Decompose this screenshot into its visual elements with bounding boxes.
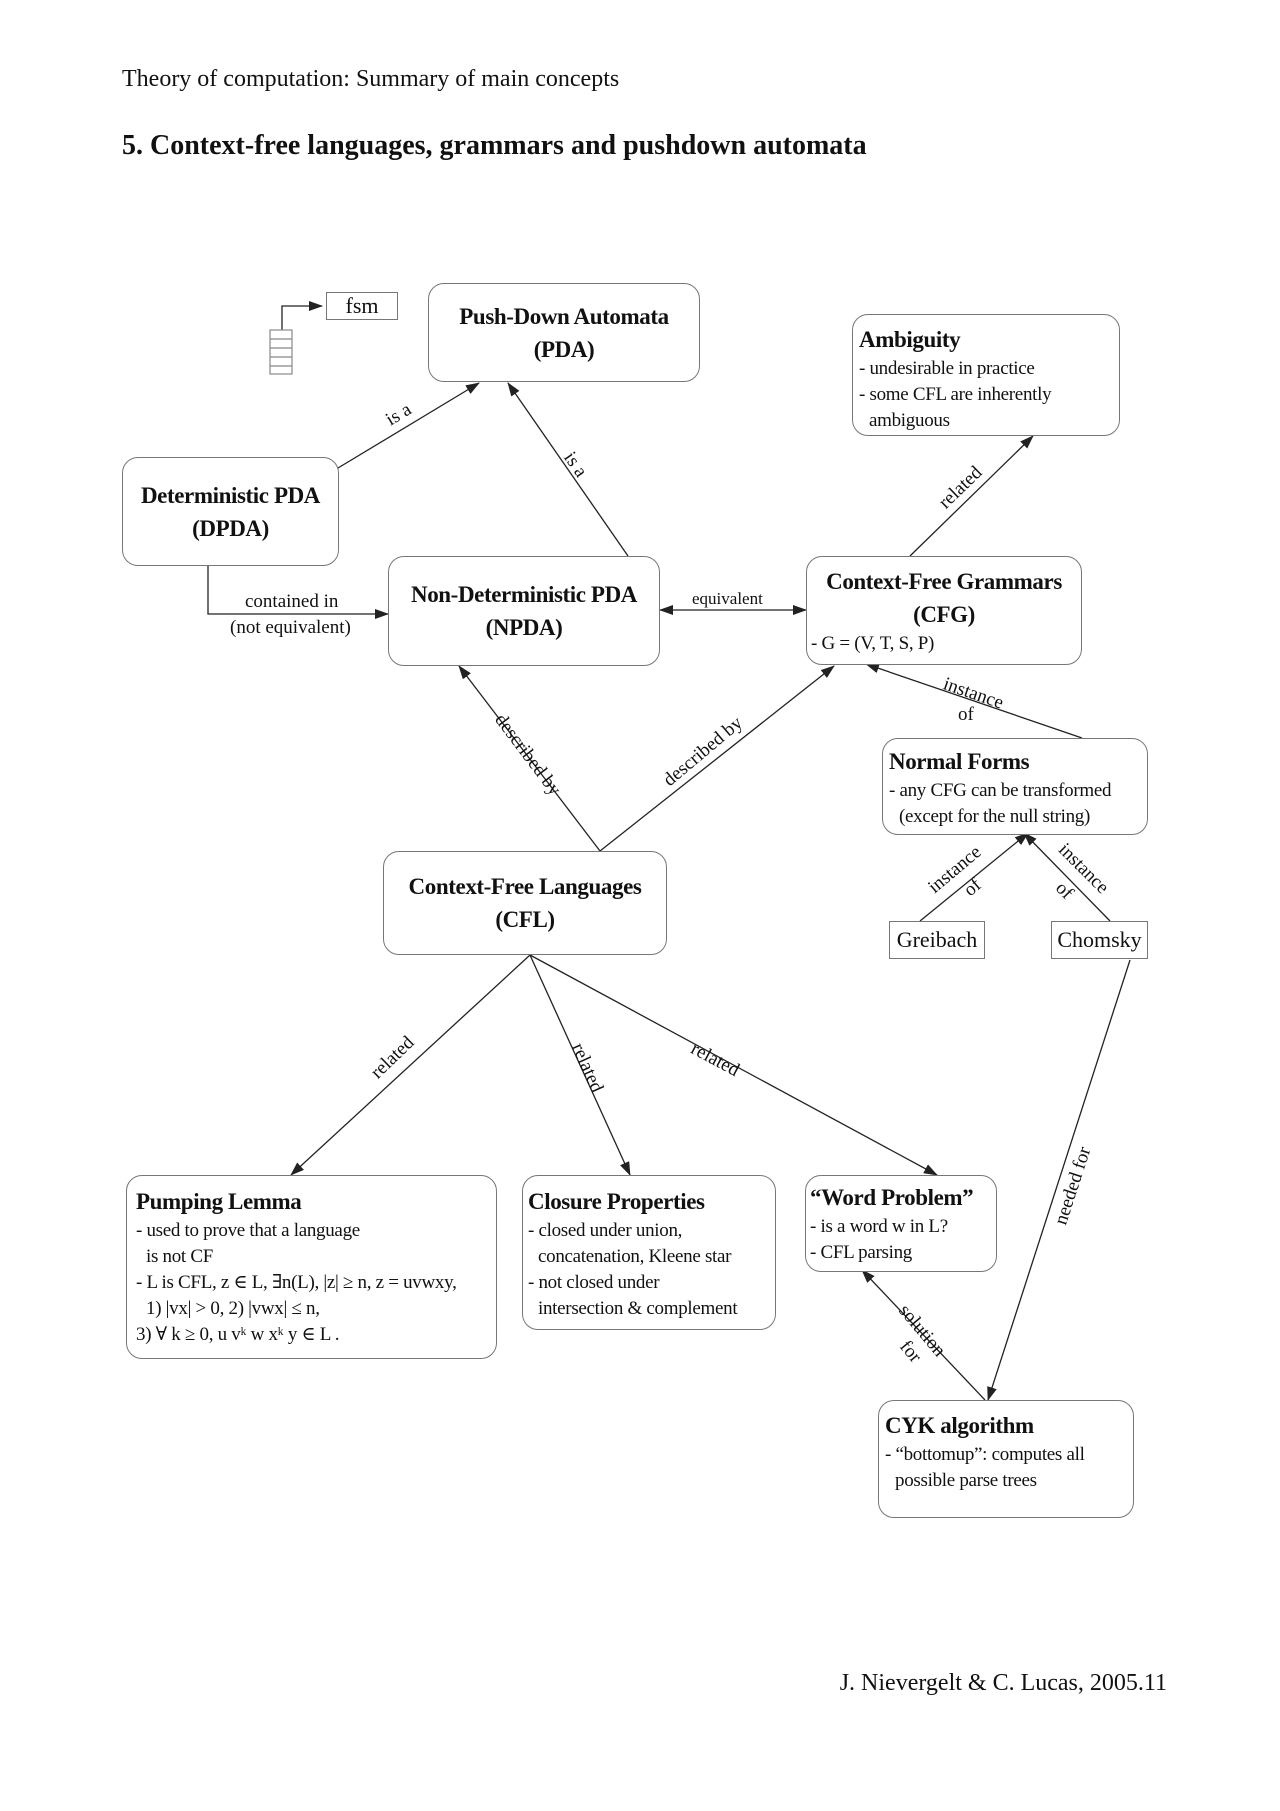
node-ambiguity: Ambiguity - undesirable in practice - so…: [852, 314, 1120, 436]
node-pumping-lemma: Pumping Lemma - used to prove that a lan…: [126, 1175, 497, 1359]
node-word-line: - CFL parsing: [810, 1242, 913, 1263]
node-cfg-line: - G = (V, T, S, P): [811, 633, 935, 654]
node-cyk-line: - “bottomup”: computes all: [885, 1444, 1085, 1465]
edge-greibach-normal: [919, 832, 1029, 922]
node-pda: Push-Down Automata (PDA): [428, 283, 700, 382]
node-closure-line: concatenation, Kleene star: [538, 1246, 732, 1267]
node-npda-subtitle: (NPDA): [485, 615, 563, 640]
node-ambiguity-title: Ambiguity: [859, 327, 961, 352]
edge-label-dpda-npda-2: (not equivalent): [230, 617, 351, 638]
page-header: Theory of computation: Summary of main c…: [122, 66, 620, 92]
edge-dpda-npda: [207, 565, 389, 619]
node-cfl: Context-Free Languages (CFL): [383, 851, 667, 955]
node-pumping-title: Pumping Lemma: [136, 1189, 302, 1214]
node-chomsky: Chomsky: [1051, 921, 1148, 959]
node-dpda-subtitle: (DPDA): [192, 515, 269, 541]
page-title: 5. Context-free languages, grammars and …: [122, 130, 867, 161]
node-cyk-line: possible parse trees: [895, 1470, 1037, 1491]
page-footer: J. Nievergelt & C. Lucas, 2005.11: [839, 1670, 1167, 1696]
node-ambiguity-line: - some CFL are inherently: [859, 384, 1052, 405]
edge-label-dpda-npda-1: contained in: [245, 591, 339, 612]
legend-fsm-box: fsm: [326, 292, 398, 320]
stack-icon: [269, 329, 293, 375]
edge-label-npda-cfg: equivalent: [692, 589, 763, 608]
node-cyk-title: CYK algorithm: [885, 1413, 1034, 1438]
node-cfl-title: Context-Free Languages: [408, 874, 642, 899]
edge-cfl-word: [529, 954, 938, 1176]
legend-arrow: [281, 301, 323, 336]
node-normal-forms: Normal Forms - any CFG can be transforme…: [882, 738, 1148, 835]
node-cyk: CYK algorithm - “bottomup”: computes all…: [878, 1400, 1134, 1518]
node-word-title: “Word Problem”: [810, 1185, 974, 1210]
node-closure-properties: Closure Properties - closed under union,…: [522, 1175, 776, 1330]
node-closure-line: - not closed under: [528, 1272, 660, 1293]
node-closure-line: - closed under union,: [528, 1220, 683, 1241]
edge-dpda-pda: [337, 382, 480, 469]
node-word-line: - is a word w in L?: [810, 1216, 948, 1237]
edge-label-normal-cfg-2: of: [958, 704, 974, 725]
node-npda: Non-Deterministic PDA (NPDA): [388, 556, 660, 666]
edge-normal-cfg: [865, 663, 1083, 739]
node-pda-subtitle: (PDA): [533, 336, 595, 362]
edge-cfl-npda: [458, 665, 601, 852]
node-cfg-title: Context-Free Grammars: [826, 569, 1062, 594]
edge-chomsky-normal: [1023, 832, 1111, 922]
node-pumping-line: - used to prove that a language: [136, 1220, 360, 1241]
node-pumping-line: 1) |vx| > 0, 2) |vwx| ≤ n,: [146, 1298, 320, 1319]
node-pumping-line: 3) ∀ k ≥ 0, u vᵏ w xᵏ y ∈ L .: [136, 1324, 340, 1345]
node-greibach: Greibach: [889, 921, 985, 959]
node-word-problem: “Word Problem” - is a word w in L? - CFL…: [805, 1175, 997, 1272]
edge-cfg-ambiguity: [909, 435, 1034, 557]
edge-npda-pda: [507, 382, 629, 557]
node-cfl-subtitle: (CFL): [495, 907, 555, 932]
node-normal-forms-line: (except for the null string): [899, 806, 1091, 827]
node-ambiguity-line: - undesirable in practice: [859, 358, 1035, 379]
node-pumping-line: is not CF: [146, 1246, 213, 1267]
node-pda-title: Push-Down Automata: [459, 303, 669, 329]
node-npda-title: Non-Deterministic PDA: [410, 582, 637, 607]
node-dpda: Deterministic PDA (DPDA): [122, 457, 339, 566]
node-closure-title: Closure Properties: [528, 1189, 705, 1214]
node-normal-forms-line: - any CFG can be transformed: [889, 780, 1112, 801]
node-cfg-subtitle: (CFG): [913, 602, 975, 627]
node-closure-line: intersection & complement: [538, 1298, 738, 1319]
edge-cfl-closure: [529, 954, 631, 1176]
node-normal-forms-title: Normal Forms: [889, 749, 1030, 774]
edge-cfl-pumping: [290, 954, 531, 1176]
edge-chomsky-cyk: [987, 959, 1131, 1401]
node-cfg: Context-Free Grammars (CFG) - G = (V, T,…: [806, 556, 1082, 665]
node-dpda-title: Deterministic PDA: [140, 482, 321, 508]
edge-cyk-word: [861, 1269, 986, 1401]
node-pumping-line: - L is CFL, z ∈ L, ∃n(L), |z| ≥ n, z = u…: [136, 1272, 457, 1293]
edge-cfl-cfg: [599, 665, 835, 852]
node-ambiguity-line: ambiguous: [869, 410, 950, 431]
